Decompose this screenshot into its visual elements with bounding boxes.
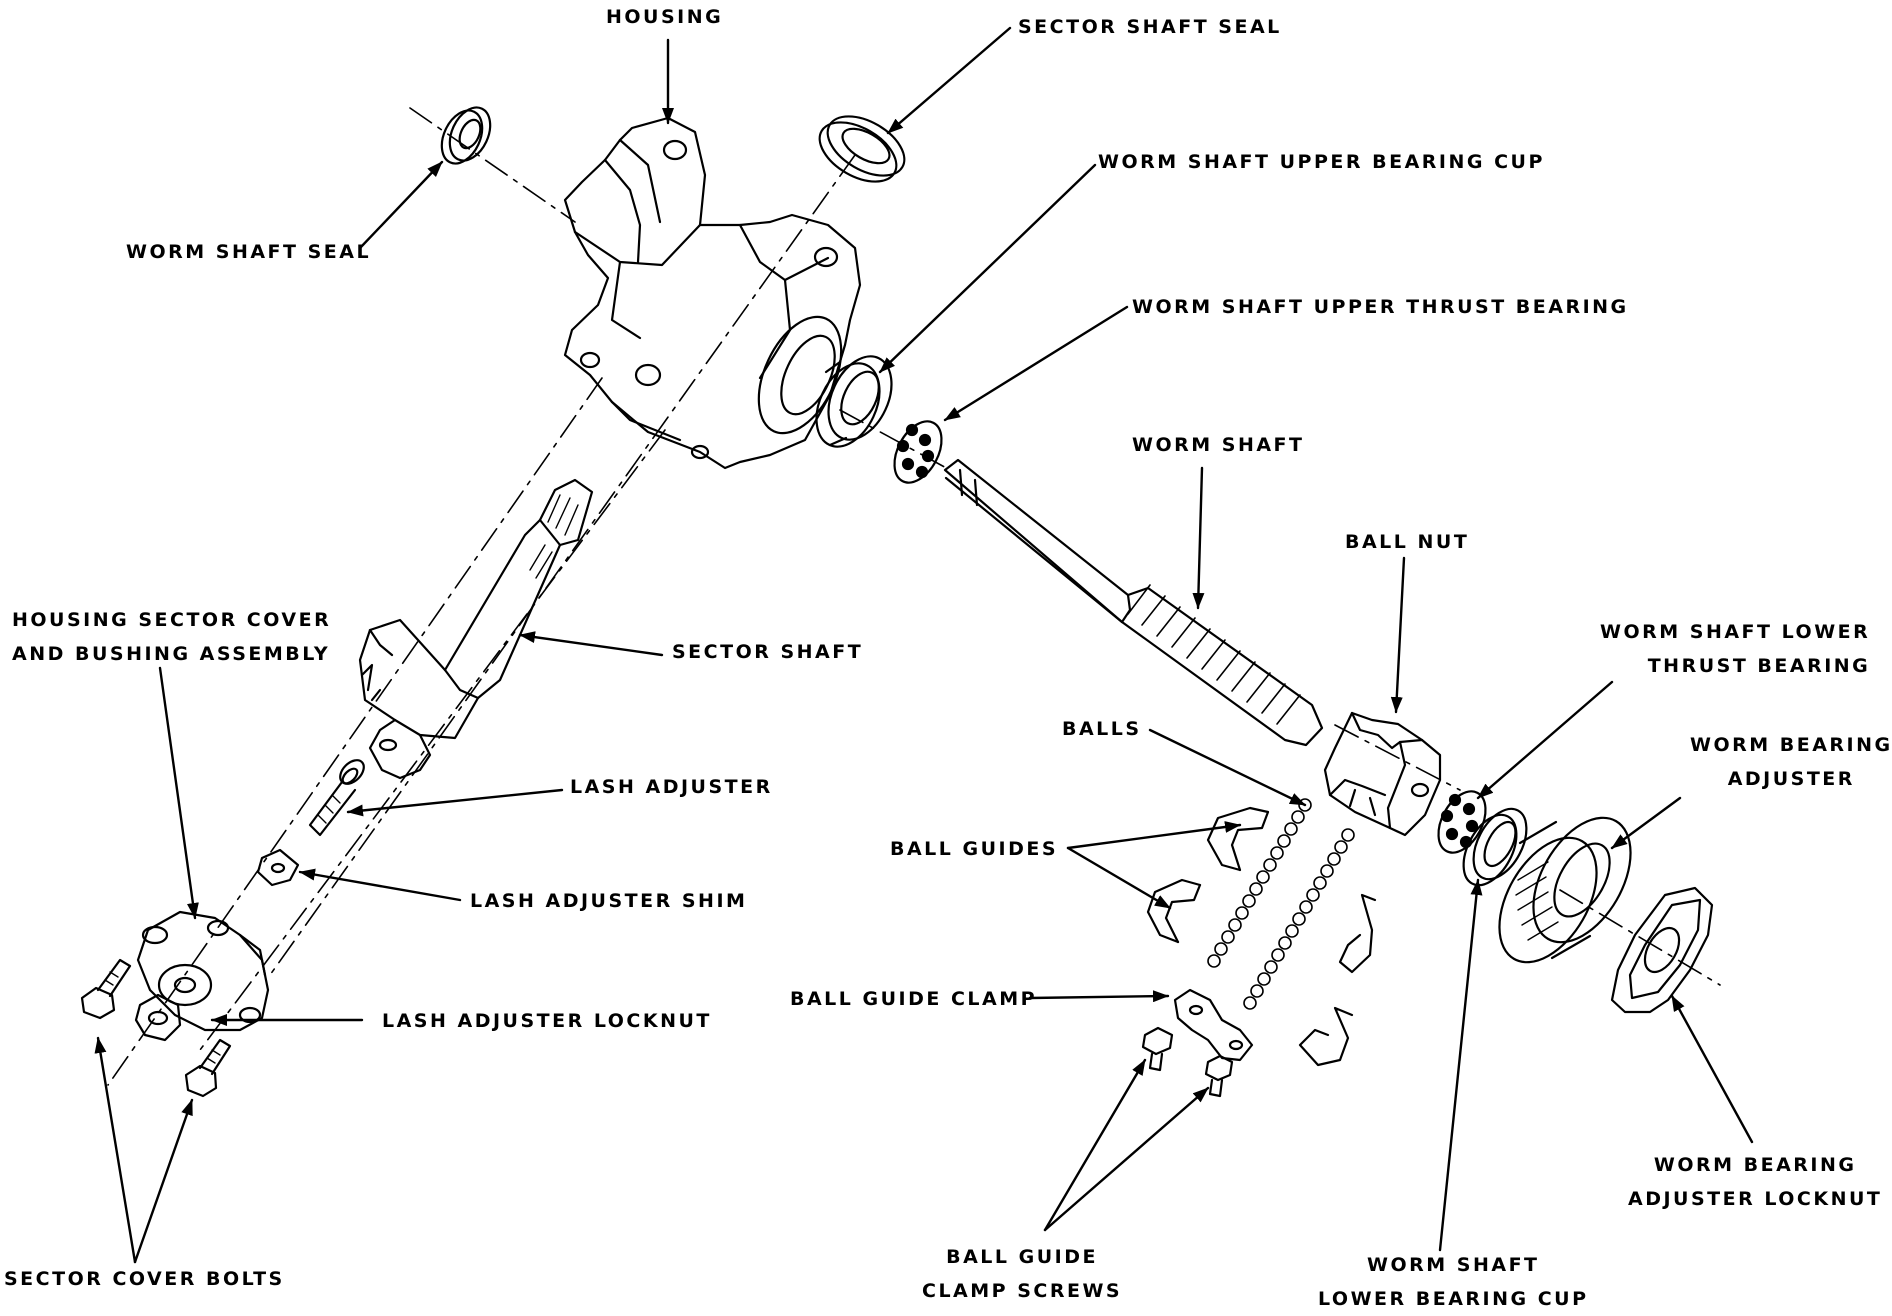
lash-adjuster-shim-part [256, 848, 300, 887]
ball-guides-part [1146, 806, 1377, 1067]
label-worm-shaft-upper-bearing-cup: WORM SHAFT UPPER BEARING CUP [1098, 151, 1545, 173]
label-sector-cover-bolts: SECTOR COVER BOLTS [4, 1268, 285, 1290]
label-worm-bearing-adjuster: WORM BEARING ADJUSTER [1690, 728, 1892, 796]
label-lash-adjuster-locknut: LASH ADJUSTER LOCKNUT [382, 1010, 712, 1032]
worm-shaft-upper-thrust-bearing-part [893, 420, 943, 484]
label-worm-bearing-adjuster-locknut: WORM BEARING ADJUSTER LOCKNUT [1628, 1148, 1882, 1216]
label-balls: BALLS [1062, 718, 1142, 740]
label-ball-guide-clamp-screws-line1: BALL GUIDE [946, 1246, 1098, 1268]
label-sector-shaft: SECTOR SHAFT [672, 641, 864, 663]
label-worm-shaft: WORM SHAFT [1132, 434, 1305, 456]
worm-shaft-seal-part [440, 106, 492, 165]
label-ball-guide-clamp: BALL GUIDE CLAMP [790, 988, 1038, 1010]
leader-arrows [94, 26, 1754, 1264]
label-worm-bearing-adjuster-line1: WORM BEARING [1690, 734, 1892, 756]
ball-guide-clamp-screws-part [1141, 1026, 1234, 1098]
label-worm-shaft-seal: WORM SHAFT SEAL [126, 241, 372, 263]
label-worm-bearing-adjuster-locknut-line2: ADJUSTER LOCKNUT [1628, 1188, 1883, 1210]
label-worm-shaft-lower-bearing-cup-line1: WORM SHAFT [1367, 1254, 1540, 1276]
label-worm-shaft-lower-bearing-cup-line2: LOWER BEARING CUP [1318, 1288, 1589, 1310]
label-housing-sector-cover-line1: HOUSING SECTOR COVER [12, 609, 332, 631]
label-worm-shaft-upper-thrust-bearing: WORM SHAFT UPPER THRUST BEARING [1132, 296, 1629, 318]
worm-shaft-lower-bearing-cup-part [1462, 807, 1528, 887]
label-worm-shaft-lower-thrust-bearing: WORM SHAFT LOWER THRUST BEARING [1600, 615, 1870, 683]
worm-shaft-part [943, 458, 1324, 747]
lash-adjuster-locknut-part [134, 993, 182, 1042]
label-sector-shaft-seal: SECTOR SHAFT SEAL [1018, 16, 1282, 38]
label-housing-sector-cover-line2: AND BUSHING ASSEMBLY [12, 643, 331, 665]
label-worm-shaft-lower-bearing-cup: WORM SHAFT LOWER BEARING CUP [1318, 1248, 1589, 1316]
housing-part [563, 116, 862, 470]
worm-bearing-adjuster-locknut-part [1610, 886, 1714, 1014]
sector-shaft-seal-part [818, 115, 906, 183]
label-ball-guide-clamp-screws-line2: CLAMP SCREWS [922, 1280, 1123, 1302]
label-worm-shaft-lower-thrust-line2: THRUST BEARING [1647, 655, 1871, 677]
sector-shaft-part [358, 478, 594, 780]
ball-guide-clamp-part [1173, 988, 1254, 1062]
housing-sector-cover-part [136, 910, 270, 1032]
worm-bearing-adjuster-part [1498, 816, 1632, 964]
worm-shaft-upper-bearing-cup-part [815, 355, 893, 448]
worm-shaft-lower-thrust-bearing-part [1437, 790, 1487, 854]
label-ball-guide-clamp-screws: BALL GUIDE CLAMP SCREWS [922, 1240, 1122, 1308]
label-lash-adjuster: LASH ADJUSTER [570, 776, 773, 798]
label-ball-guides: BALL GUIDES [890, 838, 1059, 860]
lash-adjuster-part [308, 759, 365, 837]
sector-cover-bolts-part [80, 958, 232, 1098]
ball-nut-part [1323, 711, 1442, 837]
balls-part [1207, 798, 1355, 1010]
label-worm-shaft-lower-thrust-line1: WORM SHAFT LOWER [1600, 621, 1871, 643]
label-housing: HOUSING [606, 6, 724, 28]
label-ball-nut: BALL NUT [1345, 531, 1470, 553]
label-lash-adjuster-shim: LASH ADJUSTER SHIM [470, 890, 748, 912]
label-housing-sector-cover: HOUSING SECTOR COVER AND BUSHING ASSEMBL… [12, 603, 331, 671]
label-worm-bearing-adjuster-locknut-line1: WORM BEARING [1653, 1154, 1857, 1176]
label-worm-bearing-adjuster-line2: ADJUSTER [1727, 768, 1855, 790]
